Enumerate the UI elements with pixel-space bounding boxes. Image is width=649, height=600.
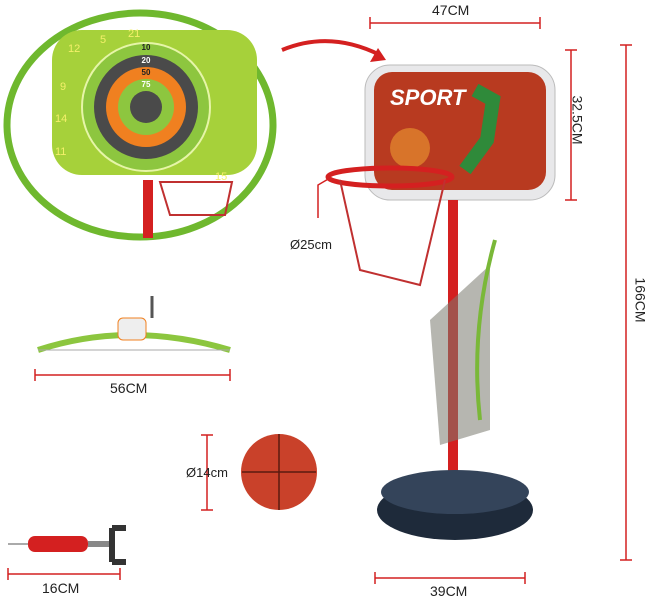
target-score-50: 50: [142, 68, 151, 77]
target-score-75: 75: [142, 80, 151, 89]
target-backboard: 10 20 50 75 12 5 9 14 11 21 15: [52, 28, 257, 183]
net-detail: [158, 181, 234, 216]
backboard-width-label: 47CM: [432, 2, 470, 18]
side-number: 5: [100, 34, 106, 46]
arrow-quiver: [430, 265, 490, 445]
base-width-label: 39CM: [430, 583, 468, 599]
hoop-rim: [325, 165, 455, 189]
bow-length-label: 56CM: [110, 380, 148, 396]
air-pump: [28, 536, 88, 552]
basketball-backboard: SPORT: [364, 64, 556, 201]
dimension-lines: [7, 17, 632, 584]
backboard-height-label: 32.5CM: [569, 95, 586, 145]
target-score-10: 10: [142, 43, 151, 52]
arrow-icon: [281, 39, 381, 57]
pole-detail: [143, 180, 153, 238]
pump-length-label: 16CM: [42, 580, 80, 596]
side-number: 21: [128, 28, 140, 40]
side-number: 15: [215, 171, 227, 183]
target-score-20: 20: [142, 56, 151, 65]
hoop-diameter-label: Ø25cm: [290, 237, 332, 252]
side-number: 14: [55, 113, 67, 125]
side-number: 11: [55, 146, 66, 158]
total-height-label: 166CM: [632, 277, 649, 323]
hoop-net: [339, 179, 446, 287]
ball-diameter-label: Ø14cm: [186, 465, 228, 480]
svg-text:SPORT: SPORT: [390, 85, 467, 110]
side-number: 9: [60, 81, 66, 93]
side-number: 12: [68, 43, 80, 55]
